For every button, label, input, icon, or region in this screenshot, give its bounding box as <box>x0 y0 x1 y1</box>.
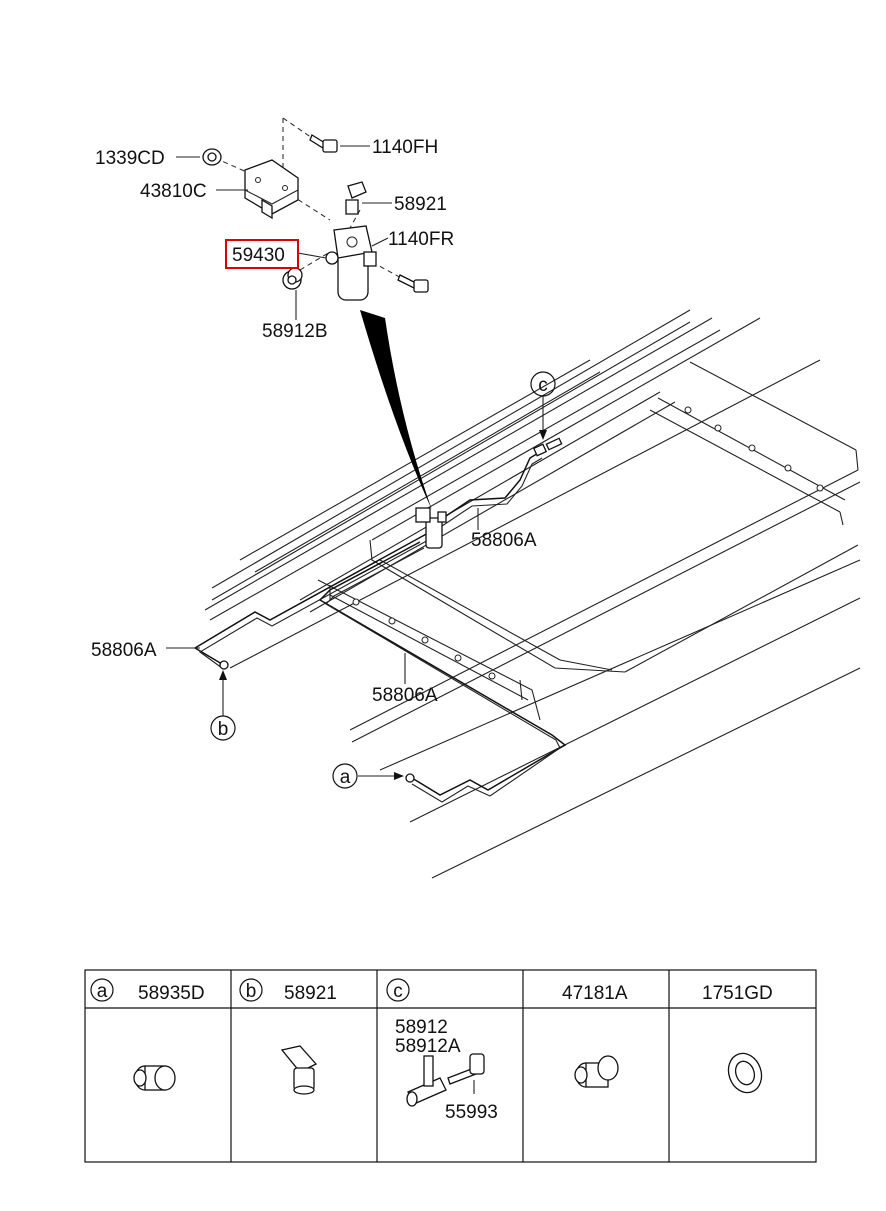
legend-part-55993: 55993 <box>445 1102 498 1123</box>
legend-title-47181a: 47181A <box>562 983 628 1004</box>
circle-ref-b-text: b <box>218 719 229 740</box>
valve-installed <box>415 507 447 549</box>
chassis-frame <box>204 309 861 879</box>
label-58806a-bottom: 58806A <box>372 685 438 706</box>
label-43810c: 43810C <box>140 181 207 202</box>
highlight-box-59430 <box>225 239 299 269</box>
fitting-58935d-icon <box>133 1065 176 1091</box>
pointer-arrow <box>360 310 432 510</box>
circle-ref-c: c <box>530 371 556 397</box>
legend-title-58935d: 58935D <box>138 983 205 1004</box>
legend-ref-a: a <box>97 981 108 1002</box>
circle-ref-b: b <box>210 715 236 741</box>
circle-ref-a: a <box>332 763 358 789</box>
label-58912b: 58912B <box>262 321 328 342</box>
washer-1751gd-icon <box>727 1052 763 1094</box>
legend-ref-c: c <box>393 981 403 1002</box>
legend-title-58921: 58921 <box>284 983 337 1004</box>
leader-lines <box>166 145 547 780</box>
circle-ref-a-text: a <box>340 767 351 788</box>
legend-part-58912: 58912 <box>395 1017 448 1038</box>
label-1339cd: 1339CD <box>95 148 165 169</box>
legend-table: a 58935D b 58921 c 58912 58912A 55993 <box>84 969 817 1163</box>
legend-title-1751gd: 1751GD <box>702 983 773 1004</box>
label-1140fr: 1140FR <box>388 229 454 250</box>
legend-part-58912a: 58912A <box>395 1036 461 1057</box>
brake-tube-58806a <box>193 437 567 803</box>
fitting-47181a-icon <box>574 1055 619 1088</box>
legend-ref-b: b <box>246 981 257 1002</box>
label-59430: 59430 <box>232 245 285 266</box>
valve-exploded-view <box>202 117 429 301</box>
label-58921: 58921 <box>394 194 447 215</box>
elbow-58921-icon <box>280 1045 318 1095</box>
label-58806a-top: 58806A <box>471 530 537 551</box>
fitting-58912-icon <box>406 1053 485 1107</box>
label-58806a-left: 58806A <box>91 640 157 661</box>
circle-ref-c-text: c <box>538 375 548 396</box>
label-1140fh: 1140FH <box>372 137 438 158</box>
